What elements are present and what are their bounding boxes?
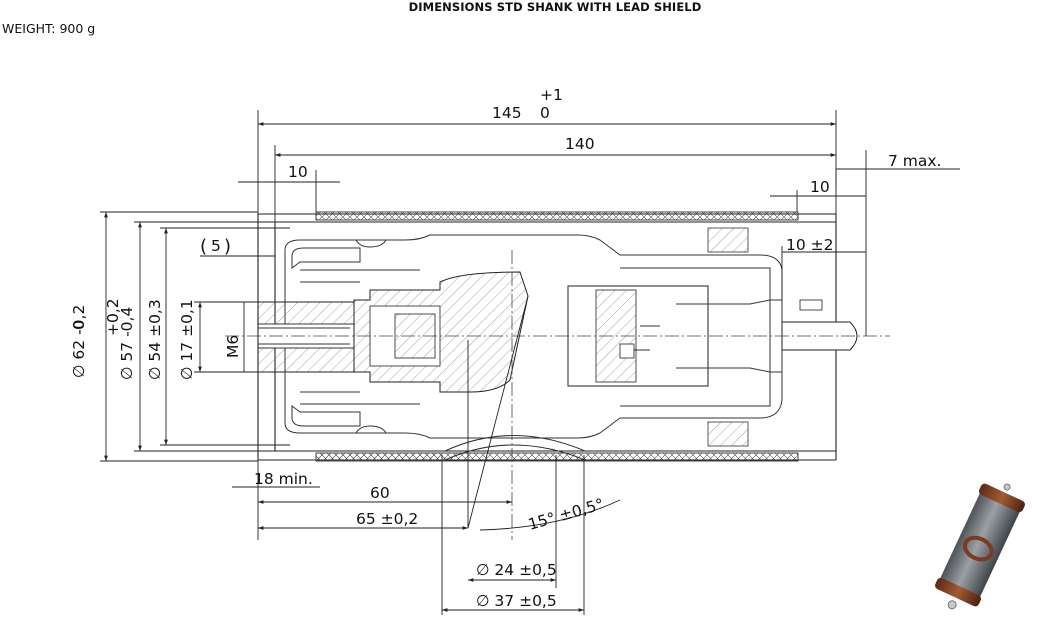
min-depth-label: 18 min. [254, 470, 313, 488]
dia-37-label: ∅ 37 ±0,5 [476, 592, 557, 610]
dia-62-upper-tol: 0 [70, 320, 88, 330]
drawing-title: DIMENSIONS STD SHANK WITH LEAD SHIELD [408, 0, 702, 14]
weight-label: WEIGHT: 900 g [2, 21, 96, 36]
angle-label: 15° ±0,5° [526, 495, 606, 534]
dimension-lines [100, 110, 960, 615]
dia-57-label: ∅ 57 -0,4 [118, 307, 136, 380]
len-65-label: 65 ±0,2 [356, 510, 418, 528]
tube-thumbnail [935, 483, 1025, 610]
recess-paren-close: ) [224, 236, 231, 257]
right-cap-label: 10 [810, 178, 830, 196]
thread-label: M6 [224, 335, 242, 358]
dia-57-upper-tol: +0,2 [104, 298, 122, 336]
recess-label: 5 [211, 237, 221, 255]
dia-17-label: ∅ 17 ±0,1 [178, 299, 196, 380]
len-60-label: 60 [370, 484, 390, 502]
dia-62-label: ∅ 62 -0,2 [70, 305, 88, 378]
recess-paren-open: ( [200, 236, 207, 257]
max-pin-label: 7 max. [888, 152, 942, 170]
dia-24-label: ∅ 24 ±0,5 [476, 561, 557, 579]
total-length-label: 145 [492, 104, 522, 122]
dia-54-label: ∅ 54 ±0,3 [146, 299, 164, 380]
total-length-upper-tol: +1 [540, 86, 563, 104]
left-cap-label: 10 [288, 163, 308, 181]
pin-length-label: 10 ±2 [786, 236, 834, 254]
total-length-lower-tol: 0 [540, 104, 550, 122]
shank [257, 271, 529, 393]
body-length-label: 140 [565, 135, 595, 153]
